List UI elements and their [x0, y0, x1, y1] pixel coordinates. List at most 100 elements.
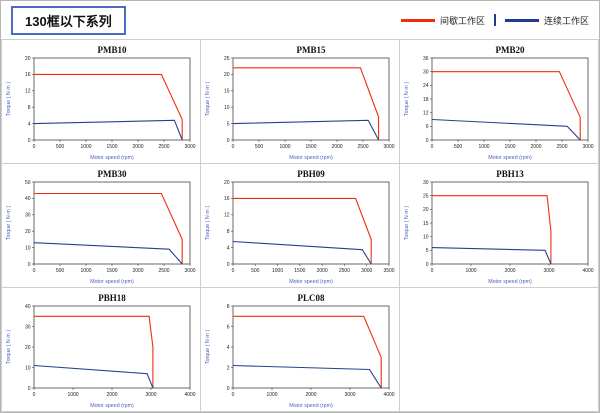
svg-text:PMB30: PMB30	[98, 169, 127, 179]
svg-text:8: 8	[227, 304, 230, 310]
svg-text:30: 30	[25, 213, 31, 219]
svg-text:0: 0	[227, 138, 230, 144]
series-title-box: 130框以下系列	[11, 5, 126, 35]
svg-text:0: 0	[33, 268, 36, 274]
svg-text:0: 0	[227, 262, 230, 268]
svg-text:0: 0	[426, 138, 429, 144]
svg-text:10: 10	[25, 245, 31, 251]
svg-text:Motor speed (rpm): Motor speed (rpm)	[289, 279, 333, 285]
empty-cell	[400, 288, 599, 412]
svg-text:3000: 3000	[184, 144, 195, 150]
svg-text:20: 20	[423, 207, 429, 213]
svg-text:PLC08: PLC08	[298, 293, 326, 303]
svg-text:0: 0	[33, 392, 36, 398]
svg-text:3500: 3500	[383, 268, 394, 274]
series-title: 130框以下系列	[25, 13, 112, 29]
legend-item-intermittent: 间歇工作区	[400, 14, 485, 27]
legend-divider	[493, 14, 496, 26]
svg-text:PMB10: PMB10	[98, 45, 127, 55]
intermittent-line-swatch	[400, 18, 435, 22]
svg-text:2000: 2000	[305, 392, 316, 398]
svg-text:5: 5	[227, 121, 230, 127]
svg-text:Motor speed (rpm): Motor speed (rpm)	[488, 279, 532, 285]
svg-text:40: 40	[25, 304, 31, 310]
svg-text:1000: 1000	[272, 268, 283, 274]
svg-text:1000: 1000	[80, 144, 91, 150]
svg-text:10: 10	[423, 234, 429, 240]
svg-text:PBH13: PBH13	[496, 169, 524, 179]
svg-text:1500: 1500	[106, 268, 117, 274]
svg-text:3000: 3000	[184, 268, 195, 274]
svg-text:6: 6	[426, 124, 429, 130]
svg-text:PBH18: PBH18	[98, 293, 126, 303]
svg-text:Motor speed (rpm): Motor speed (rpm)	[289, 403, 333, 409]
svg-text:2500: 2500	[339, 268, 350, 274]
continuous-line-swatch	[504, 18, 539, 22]
svg-text:18: 18	[423, 97, 429, 103]
svg-text:Torque ( N·m ): Torque ( N·m )	[6, 206, 12, 240]
svg-text:24: 24	[423, 83, 429, 89]
svg-text:20: 20	[224, 180, 230, 186]
svg-text:0: 0	[227, 386, 230, 392]
svg-text:2000: 2000	[106, 392, 117, 398]
svg-text:30: 30	[423, 69, 429, 75]
svg-text:Torque ( N·m ): Torque ( N·m )	[205, 330, 211, 364]
svg-text:Torque ( N·m ): Torque ( N·m )	[404, 206, 410, 240]
svg-text:1000: 1000	[478, 144, 489, 150]
svg-text:Torque ( N·m ): Torque ( N·m )	[6, 82, 12, 116]
svg-text:0: 0	[426, 262, 429, 268]
svg-text:1000: 1000	[67, 392, 78, 398]
svg-text:2000: 2000	[317, 268, 328, 274]
svg-text:1500: 1500	[504, 144, 515, 150]
svg-text:3000: 3000	[582, 144, 593, 150]
svg-text:3000: 3000	[344, 392, 355, 398]
svg-text:2: 2	[227, 365, 230, 371]
svg-text:0: 0	[28, 386, 31, 392]
svg-text:500: 500	[454, 144, 463, 150]
svg-text:12: 12	[423, 110, 429, 116]
svg-text:0: 0	[232, 268, 235, 274]
svg-text:Torque ( N·m ): Torque ( N·m )	[205, 82, 211, 116]
legend-label-intermittent: 间歇工作区	[439, 15, 485, 26]
legend: 间歇工作区 连续工作区	[400, 14, 589, 27]
svg-text:4: 4	[227, 345, 230, 351]
svg-text:2000: 2000	[132, 144, 143, 150]
legend-item-continuous: 连续工作区	[504, 14, 589, 27]
svg-text:2000: 2000	[132, 268, 143, 274]
svg-text:0: 0	[28, 262, 31, 268]
svg-text:3000: 3000	[543, 268, 554, 274]
svg-text:2500: 2500	[556, 144, 567, 150]
svg-text:8: 8	[227, 229, 230, 235]
svg-text:500: 500	[56, 268, 65, 274]
svg-text:0: 0	[431, 268, 434, 274]
svg-text:1500: 1500	[106, 144, 117, 150]
svg-text:15: 15	[224, 89, 230, 95]
svg-text:1500: 1500	[305, 144, 316, 150]
svg-text:500: 500	[56, 144, 65, 150]
svg-text:Motor speed (rpm): Motor speed (rpm)	[289, 155, 333, 161]
svg-text:1000: 1000	[465, 268, 476, 274]
svg-text:PMB15: PMB15	[297, 45, 326, 55]
svg-text:4000: 4000	[184, 392, 195, 398]
svg-text:Torque ( N·m ): Torque ( N·m )	[404, 82, 410, 116]
svg-text:40: 40	[25, 196, 31, 202]
svg-text:2000: 2000	[530, 144, 541, 150]
svg-text:5: 5	[426, 248, 429, 254]
svg-text:0: 0	[232, 392, 235, 398]
svg-text:25: 25	[423, 193, 429, 199]
svg-text:Motor speed (rpm): Motor speed (rpm)	[90, 155, 134, 161]
svg-text:PBH09: PBH09	[297, 169, 325, 179]
svg-text:4: 4	[28, 121, 31, 127]
svg-text:10: 10	[224, 105, 230, 111]
svg-text:30: 30	[25, 324, 31, 330]
svg-text:1000: 1000	[279, 144, 290, 150]
